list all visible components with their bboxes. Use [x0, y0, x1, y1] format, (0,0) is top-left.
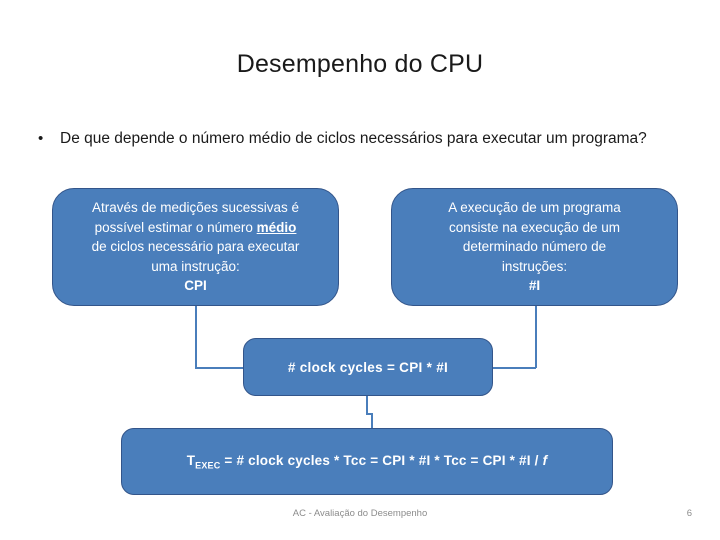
- bullet-list: • De que depende o número médio de ciclo…: [38, 128, 683, 150]
- connector-left-vertical: [195, 306, 197, 368]
- connector-middle-vertical: [366, 396, 368, 414]
- footer-label: AC - Avaliação do Desempenho: [292, 508, 428, 519]
- instr-line-4: instruções:: [501, 258, 568, 274]
- formula-box-clock-cycles[interactable]: # clock cycles = CPI * #I: [243, 338, 493, 396]
- cpi-line-4: uma instrução:: [151, 258, 240, 274]
- texec-symbol: T: [186, 452, 196, 468]
- footer-page-number: 6: [686, 508, 692, 519]
- instr-line-2: consiste na execução de um: [448, 219, 621, 235]
- connector-bottom-vertical: [371, 413, 373, 430]
- connector-right-vertical: [535, 306, 537, 368]
- concept-box-cpi[interactable]: Através de medições sucessivas é possíve…: [52, 188, 339, 306]
- instr-line-3: determinado número de: [462, 239, 607, 255]
- connector-middle-jog: [366, 413, 372, 415]
- cpi-term: CPI: [184, 278, 207, 294]
- texec-formula-body: = # clock cycles * Tcc = CPI * #I * Tcc …: [220, 452, 543, 468]
- connector-right-horizontal: [492, 367, 536, 369]
- connector-left-horizontal: [195, 367, 244, 369]
- cpi-emphasis-medio: médio: [256, 219, 297, 235]
- formula-texec: TEXEC = # clock cycles * Tcc = CPI * #I …: [122, 453, 612, 471]
- concept-box-cpi-content: Através de medições sucessivas é possíve…: [53, 198, 338, 296]
- list-item: • De que depende o número médio de ciclo…: [38, 128, 683, 150]
- cpi-line-2-text: possível estimar o número: [94, 219, 257, 235]
- concept-box-instruction-count[interactable]: A execução de um programa consiste na ex…: [391, 188, 678, 306]
- cpi-line-2: possível estimar o número médio: [61, 218, 330, 238]
- formula-box-texec[interactable]: TEXEC = # clock cycles * Tcc = CPI * #I …: [121, 428, 613, 495]
- bullet-marker-icon: •: [38, 130, 44, 147]
- page-title: Desempenho do CPU: [236, 50, 484, 78]
- cpi-line-3: de ciclos necessário para executar: [91, 239, 300, 255]
- bullet-item-label: De que depende o número médio de ciclos …: [60, 130, 647, 147]
- instr-line-1: A execução de um programa: [448, 200, 621, 216]
- cpi-line-1: Através de medições sucessivas é: [91, 200, 300, 216]
- instr-term: #I: [528, 278, 541, 294]
- texec-frequency-symbol: f: [542, 452, 548, 468]
- formula-clock-cycles: # clock cycles = CPI * #I: [287, 359, 449, 375]
- concept-box-instruction-count-content: A execução de um programa consiste na ex…: [392, 198, 677, 296]
- texec-subscript: EXEC: [195, 460, 221, 471]
